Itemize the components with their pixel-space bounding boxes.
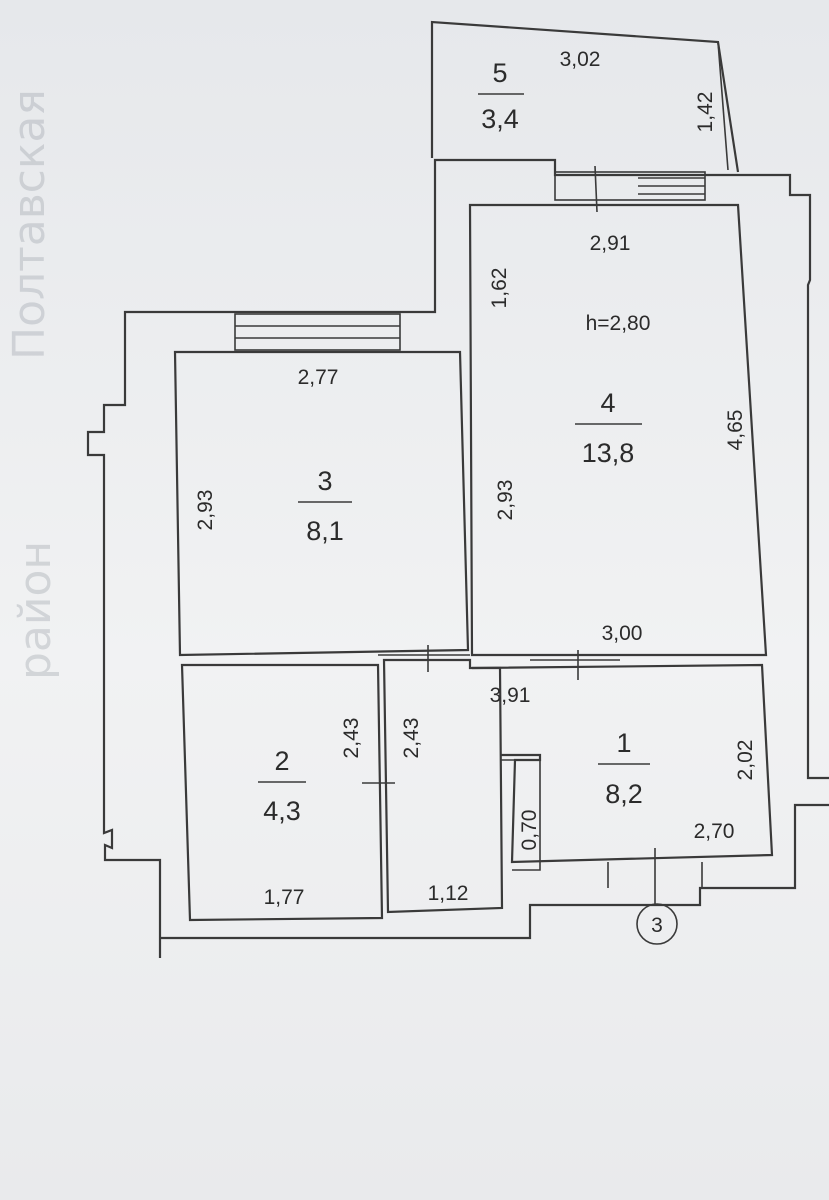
dim-r4-left-upper: 1,62 xyxy=(488,268,511,309)
room-number: 4 xyxy=(600,388,615,418)
dim-r1-top: 3,91 xyxy=(490,684,531,707)
room-number: 2 xyxy=(274,746,289,776)
room-2: 2 4,3 xyxy=(258,746,306,826)
room-area: 13,8 xyxy=(582,438,635,468)
room-area: 8,2 xyxy=(605,779,643,809)
ceiling-height-label: h=2,80 xyxy=(586,312,651,335)
dim-r4-bottom: 3,00 xyxy=(602,622,643,645)
wall-lower-right xyxy=(160,803,829,940)
bleed-text-large: Полтавская xyxy=(4,89,55,360)
room-number: 3 xyxy=(317,466,332,496)
room1-walls xyxy=(471,663,774,864)
room-1: 1 8,2 xyxy=(598,728,650,809)
room-area: 4,3 xyxy=(263,796,301,826)
room-4: 4 13,8 h=2,80 xyxy=(575,312,650,468)
balcony-rail xyxy=(717,41,729,171)
bleed-text-small: район xyxy=(10,541,61,680)
axis-marker xyxy=(636,903,678,945)
room-5: 5 3,4 xyxy=(478,58,524,134)
dim-r4-left: 2,93 xyxy=(494,480,517,521)
dim-r2-right: 2,43 xyxy=(340,718,363,759)
walls: 3 xyxy=(86,20,829,958)
dimension-labels: 3,02 1,42 2,91 1,62 4,65 2,93 3,00 2,77 … xyxy=(194,48,757,909)
niche xyxy=(500,759,541,871)
corridor-walls xyxy=(382,658,504,914)
dim-r2-bottom: 1,77 xyxy=(264,886,305,909)
dim-corridor-bottom: 1,12 xyxy=(428,882,469,905)
dim-r5-width: 3,02 xyxy=(560,48,601,71)
room-area: 8,1 xyxy=(306,516,344,546)
room-area: 3,4 xyxy=(481,104,519,134)
dim-r1-bottom: 2,70 xyxy=(694,820,735,843)
dim-corridor-left: 2,43 xyxy=(400,718,423,759)
room-3: 3 8,1 xyxy=(298,466,352,546)
bleed-through-text: Полтавская район xyxy=(4,89,61,680)
balcony-outline xyxy=(430,20,740,173)
dim-r4-top: 2,91 xyxy=(590,232,631,255)
dim-r3-top: 2,77 xyxy=(298,366,339,389)
dim-r1-right: 2,02 xyxy=(734,740,757,781)
dim-r5-depth: 1,42 xyxy=(694,92,717,133)
axis-marker-label: 3 xyxy=(651,914,663,937)
room4-walls xyxy=(468,203,768,657)
room-number: 5 xyxy=(492,58,507,88)
dim-r4-right: 4,65 xyxy=(724,410,747,451)
dim-r3-left: 2,93 xyxy=(194,490,217,531)
room-number: 1 xyxy=(616,728,631,758)
room2-walls xyxy=(180,663,384,922)
outer-wall-contour xyxy=(86,158,829,958)
dim-niche-height: 0,70 xyxy=(518,810,541,851)
room3-window xyxy=(234,313,401,351)
room3-walls xyxy=(173,350,470,657)
